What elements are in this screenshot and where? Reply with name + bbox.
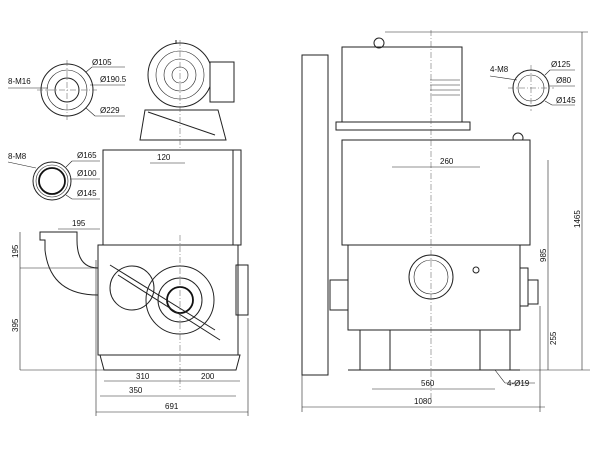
side-dim-1080: 1080 (414, 397, 432, 406)
outlet-d3-label: Ø145 (77, 189, 97, 198)
front-dim-310: 310 (136, 372, 150, 381)
side-flange-detail: 4-M8 Ø125 Ø80 Ø145 (489, 60, 576, 111)
front-view: 120 195 195 395 310 200 350 691 (11, 40, 249, 416)
outlet-d2-label: Ø100 (77, 169, 97, 178)
side-d2-label: Ø80 (556, 76, 572, 85)
inlet-bolts-label: 8-M16 (8, 77, 31, 86)
side-bolts-label: 4-M8 (490, 65, 509, 74)
inlet-d3-label: Ø229 (100, 106, 120, 115)
front-dim-395: 395 (11, 318, 20, 332)
front-dim-195-horizontal: 195 (72, 219, 86, 228)
outlet-bolts-label: 8-M8 (8, 152, 27, 161)
front-dim-350: 350 (129, 386, 143, 395)
outlet-d1-label: Ø165 (77, 151, 97, 160)
side-view: 260 1465 985 255 560 4-Ø19 1080 (301, 30, 590, 412)
side-d3-label: Ø145 (556, 96, 576, 105)
outlet-flange-detail: 8-M8 Ø165 Ø100 Ø145 (7, 151, 100, 201)
side-dim-260: 260 (440, 157, 454, 166)
front-dim-120: 120 (157, 153, 171, 162)
inlet-d2-label: Ø190.5 (100, 75, 127, 84)
side-dim-255: 255 (549, 331, 558, 345)
front-dim-691: 691 (165, 402, 179, 411)
front-dim-195-vertical: 195 (11, 244, 20, 258)
side-dim-985: 985 (539, 248, 548, 262)
side-dim-4-holes: 4-Ø19 (507, 379, 530, 388)
side-d1-label: Ø125 (551, 60, 571, 69)
inlet-d1-label: Ø105 (92, 58, 112, 67)
side-dim-560: 560 (421, 379, 435, 388)
side-dim-1465: 1465 (573, 210, 582, 228)
inlet-flange-detail: 8-M16 Ø105 Ø190.5 Ø229 (8, 58, 127, 120)
front-dim-200: 200 (201, 372, 215, 381)
